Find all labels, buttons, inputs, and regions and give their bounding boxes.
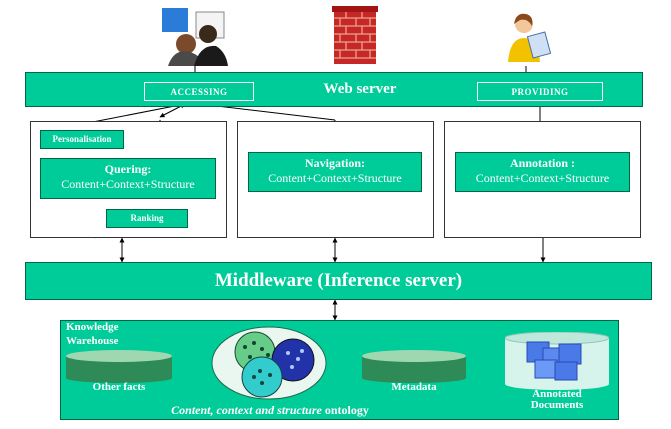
warehouse-title-line2: Warehouse	[66, 335, 119, 347]
warehouse-title-line1: Knowledge	[66, 321, 119, 333]
ontology-caption-rest: ontology	[321, 403, 369, 417]
personalisation-box: Personalisation	[40, 130, 124, 149]
other-facts-database-icon	[66, 350, 172, 383]
ranking-box: Ranking	[106, 209, 188, 228]
navigation-box: Navigation: Content+Context+Structure	[248, 152, 422, 192]
presenter-clipart	[508, 13, 552, 62]
annotation-subtitle: Content+Context+Structure	[475, 171, 610, 185]
quering-title: Quering:	[104, 162, 152, 176]
metadata-database-icon	[362, 350, 466, 383]
navigation-title: Navigation:	[305, 156, 365, 170]
ontology-circles-icon	[211, 326, 327, 400]
quering-box: Quering: Content+Context+Structure	[40, 158, 216, 199]
metadata-label: Metadata	[391, 381, 437, 393]
quering-subtitle: Content+Context+Structure	[61, 177, 195, 191]
annotated-documents-icon	[505, 332, 609, 390]
navigation-subtitle: Content+Context+Structure	[268, 171, 402, 185]
web-server-bar	[25, 72, 643, 107]
other-facts-label: Other facts	[92, 381, 146, 393]
providing-tag: PROVIDING	[477, 82, 603, 101]
annotation-box: Annotation : Content+Context+Structure	[455, 152, 630, 192]
middleware-title: Middleware (Inference server)	[214, 270, 463, 291]
personalisation-label: Personalisation	[52, 134, 112, 144]
firewall-icon	[332, 6, 378, 64]
ontology-caption: Content, context and structure ontology	[60, 403, 480, 418]
middleware-bar	[25, 262, 652, 300]
ontology-caption-italic: Content, context and structure	[171, 403, 322, 417]
ranking-label: Ranking	[130, 213, 164, 223]
annotation-title: Annotation :	[509, 156, 575, 170]
accessing-tag: ACCESSING	[144, 82, 254, 101]
web-server-title: Web server	[323, 81, 397, 97]
users-clipart	[160, 4, 230, 66]
annotated-documents-label-line2: Documents	[530, 399, 584, 411]
annotated-documents-label-line1: Annotated	[532, 388, 582, 400]
